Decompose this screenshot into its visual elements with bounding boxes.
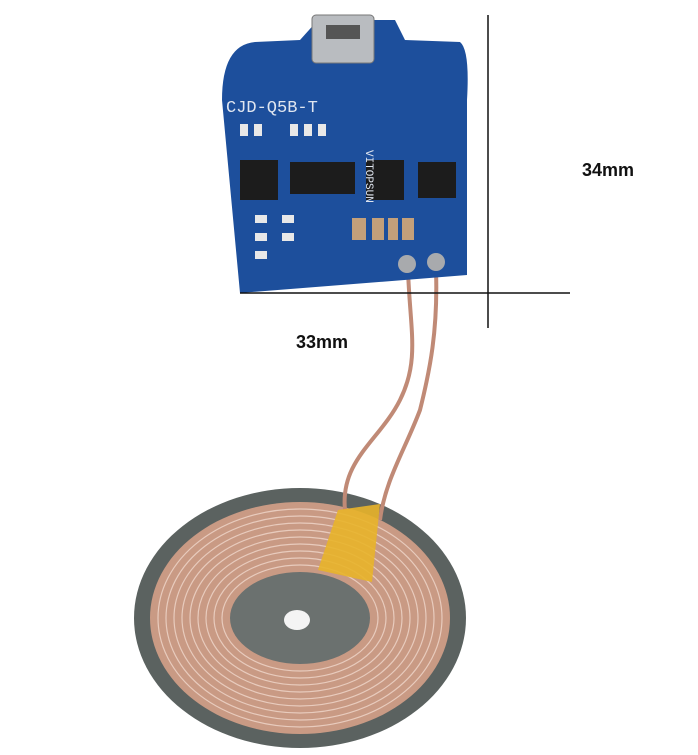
pcb-board: CJD-Q5B-T VITOPSUN [222, 14, 468, 293]
model-marking: CJD-Q5B-T [226, 99, 318, 118]
ic-chips [240, 160, 456, 200]
brand-marking: VITOPSUN [362, 150, 374, 203]
capacitors [352, 218, 414, 240]
wireless-charging-coil [134, 488, 466, 748]
coil-lead-wires [342, 269, 439, 521]
resistors [240, 124, 326, 259]
height-label: 34mm [582, 160, 635, 180]
width-label: 33mm [296, 332, 349, 352]
kapton-tape [318, 504, 380, 582]
